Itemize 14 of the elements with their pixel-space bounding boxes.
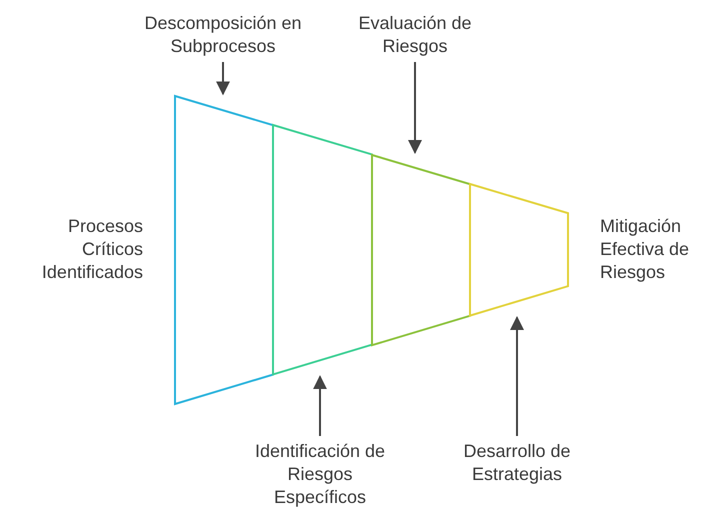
annotation-text: Identificación de Riesgos Específicos [245,440,395,508]
annotation-text: Descomposición en Subprocesos [133,12,313,58]
arrow [313,375,327,436]
arrow [510,316,524,436]
funnel-segment [372,154,470,345]
funnel-segment [273,125,372,375]
annotation-text: Evaluación de Riesgos [345,12,485,58]
arrow [216,62,230,96]
arrow [408,62,422,154]
funnel-segment [470,184,568,316]
stage-label: Procesos Críticos Identificados [40,215,143,284]
funnel-segment [175,96,273,404]
annotation-text: Desarrollo de Estrategias [442,440,592,486]
stage-label: Mitigación Efectiva de Riesgos [600,215,690,284]
